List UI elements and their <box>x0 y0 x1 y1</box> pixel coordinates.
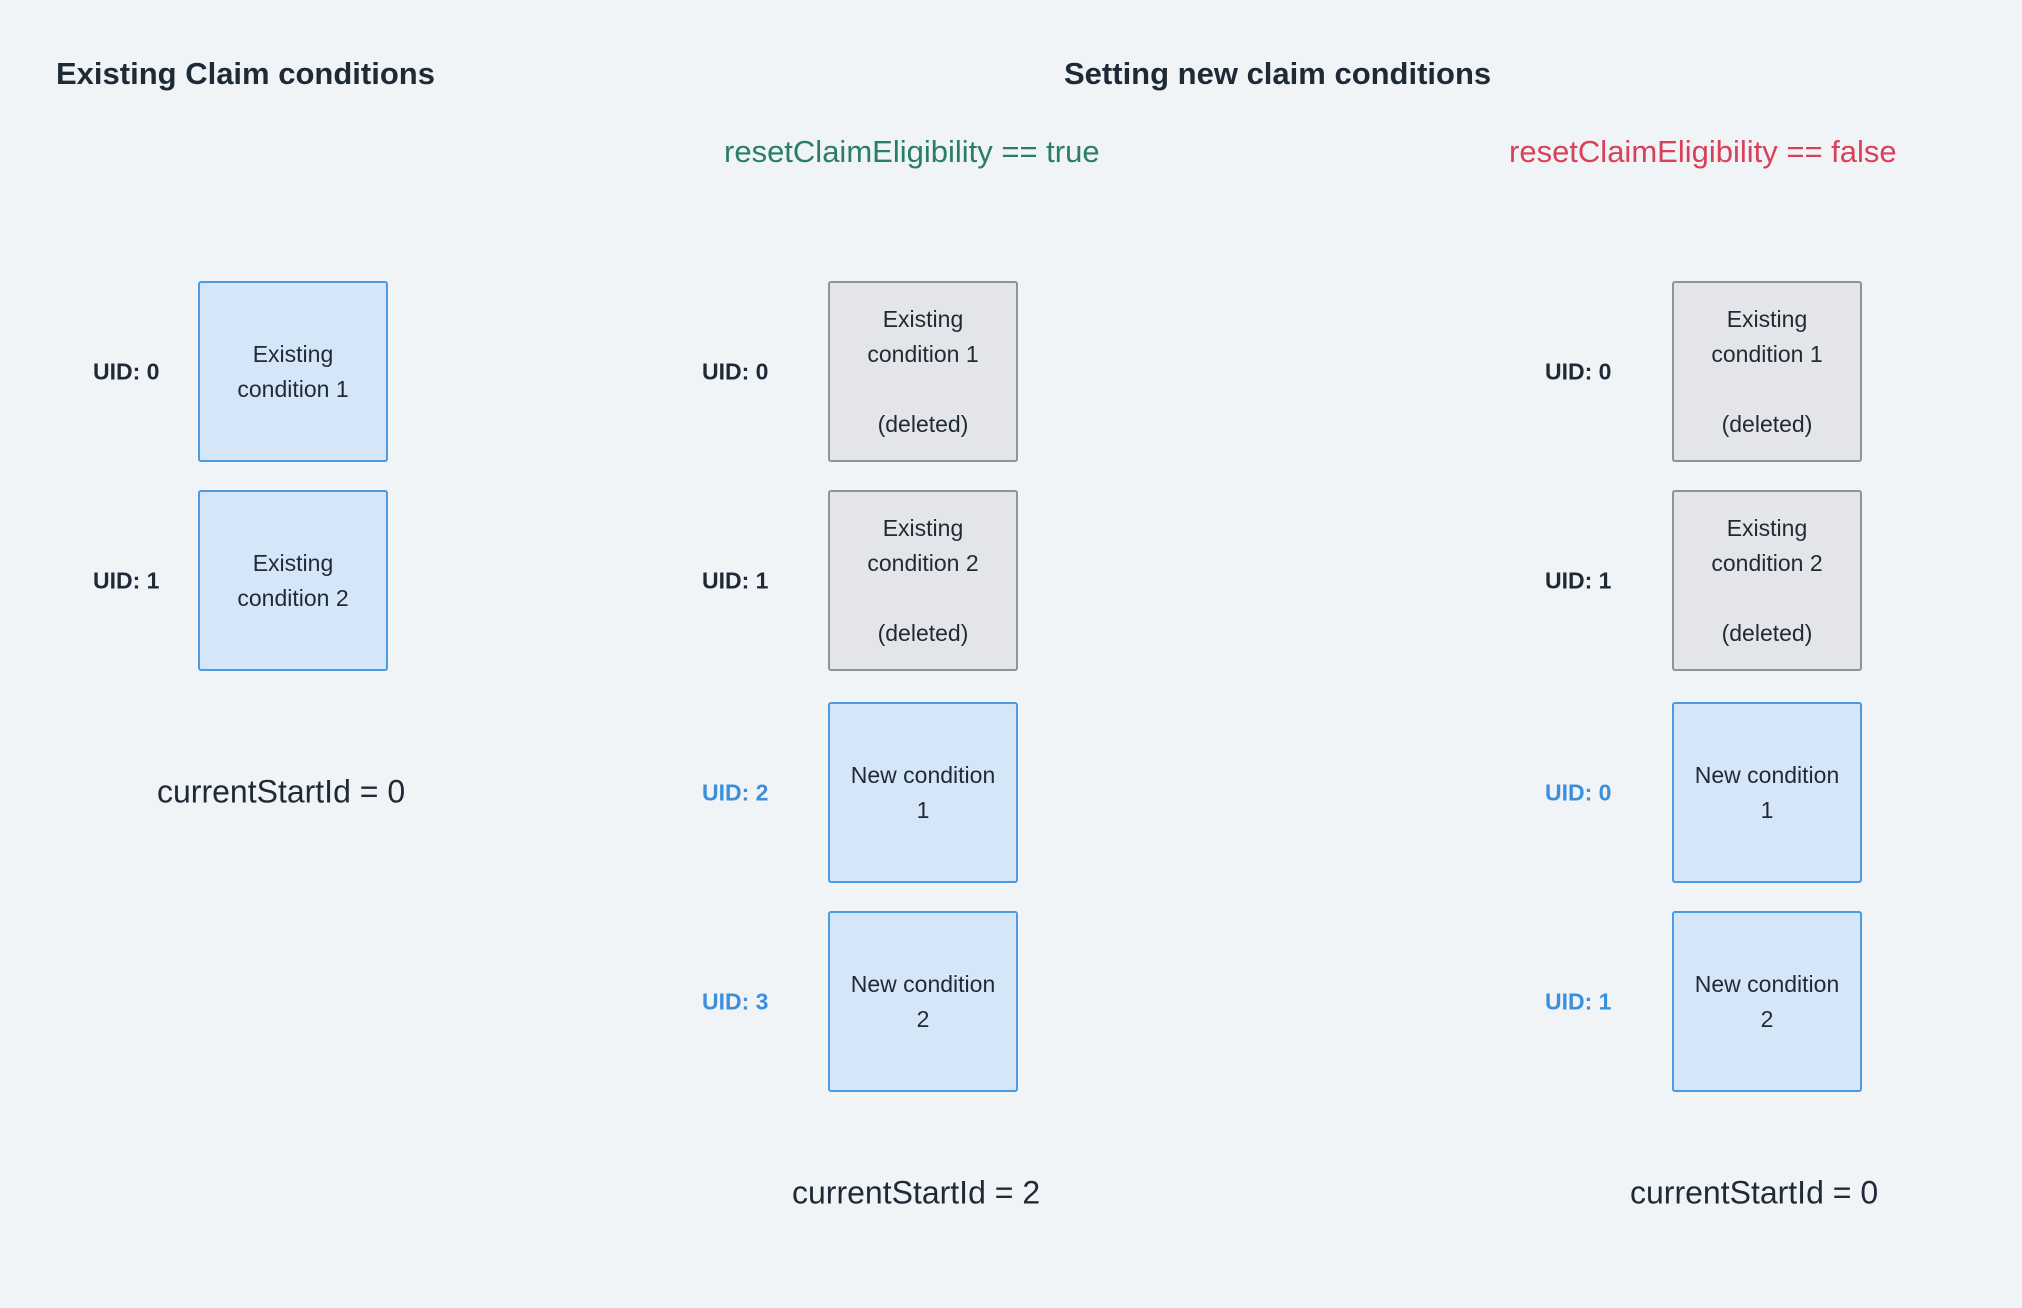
current-start-id: currentStartId = 2 <box>792 1174 1041 1211</box>
reset-false-label: resetClaimEligibility == false <box>1509 134 1897 169</box>
existing-condition-box-existing: Existing condition 1 <box>198 281 388 462</box>
current-start-id: currentStartId = 0 <box>157 773 406 810</box>
reset-true-condition-box-new: New condition 2 <box>828 911 1018 1092</box>
uid-label: UID: 0 <box>1545 779 1612 805</box>
uid-label: UID: 1 <box>1545 988 1612 1014</box>
reset-false-condition-box-new: New condition 1 <box>1672 702 1862 883</box>
uid-label: UID: 1 <box>702 567 769 593</box>
existing-section-title: Existing Claim conditions <box>56 56 435 91</box>
uid-label: UID: 2 <box>702 779 769 805</box>
uid-label: UID: 0 <box>1545 358 1612 384</box>
uid-label: UID: 3 <box>702 988 769 1014</box>
reset-true-condition-box-deleted: Existing condition 2 (deleted) <box>828 490 1018 671</box>
existing-condition-box-existing: Existing condition 2 <box>198 490 388 671</box>
uid-label: UID: 1 <box>1545 567 1612 593</box>
reset-false-condition-box-new: New condition 2 <box>1672 911 1862 1092</box>
reset-false-condition-box-deleted: Existing condition 2 (deleted) <box>1672 490 1862 671</box>
reset-true-label: resetClaimEligibility == true <box>724 134 1100 169</box>
reset-false-condition-box-deleted: Existing condition 1 (deleted) <box>1672 281 1862 462</box>
uid-label: UID: 1 <box>93 567 160 593</box>
uid-label: UID: 0 <box>702 358 769 384</box>
reset-true-condition-box-new: New condition 1 <box>828 702 1018 883</box>
current-start-id: currentStartId = 0 <box>1630 1174 1879 1211</box>
reset-true-condition-box-deleted: Existing condition 1 (deleted) <box>828 281 1018 462</box>
new-section-title: Setting new claim conditions <box>1064 56 1492 91</box>
uid-label: UID: 0 <box>93 358 160 384</box>
